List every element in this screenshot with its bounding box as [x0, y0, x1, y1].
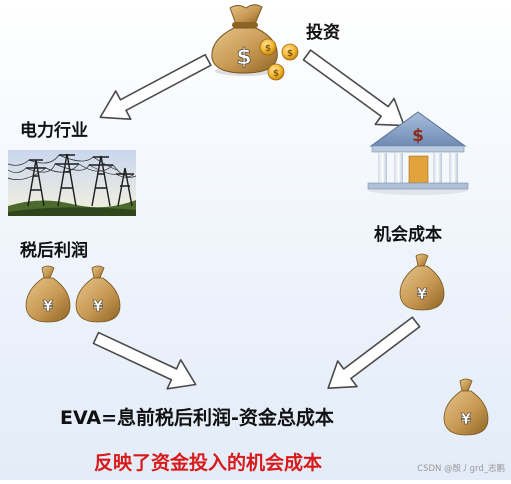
yen-symbol: ¥ — [461, 410, 472, 428]
svg-text:$: $ — [287, 49, 293, 59]
label-opportunity-cost: 机会成本 — [374, 224, 442, 245]
yen-money-bag-icon: ¥ — [25, 265, 71, 323]
yen-symbol: ¥ — [43, 297, 54, 315]
svg-text:$: $ — [412, 126, 424, 146]
bank-icon: $ — [367, 111, 469, 195]
svg-text:$: $ — [265, 44, 271, 54]
label-investment: 投资 — [306, 22, 340, 43]
label-after-tax-profit: 税后利润 — [20, 240, 88, 261]
dollar-symbol: $ — [236, 45, 251, 70]
yen-symbol: ¥ — [93, 297, 104, 315]
gold-coins-icon: $ $ $ — [259, 38, 299, 81]
conclusion-text: 反映了资金投入的机会成本 — [94, 451, 322, 474]
arrow-investment-to-bank — [302, 49, 405, 127]
arrow-opportunity-to-eva — [327, 316, 421, 389]
power-tower-image — [7, 150, 137, 216]
yen-money-bag-icon: ¥ — [399, 253, 445, 311]
arrow-profit-to-eva — [92, 331, 197, 390]
yen-money-bag-icon: ¥ — [75, 265, 121, 323]
yen-symbol: ¥ — [417, 285, 428, 303]
label-power-industry: 电力行业 — [20, 120, 88, 141]
money-bag-dollar-icon: $ — [211, 4, 278, 76]
watermark: CSDN @殷丿grd_志鹏 — [417, 463, 505, 474]
eva-formula: EVA=息前税后利润-资金总成本 — [60, 406, 334, 429]
arrow-investment-to-power — [99, 53, 212, 120]
yen-money-bag-icon: ¥ — [443, 378, 489, 436]
svg-text:$: $ — [273, 69, 279, 79]
